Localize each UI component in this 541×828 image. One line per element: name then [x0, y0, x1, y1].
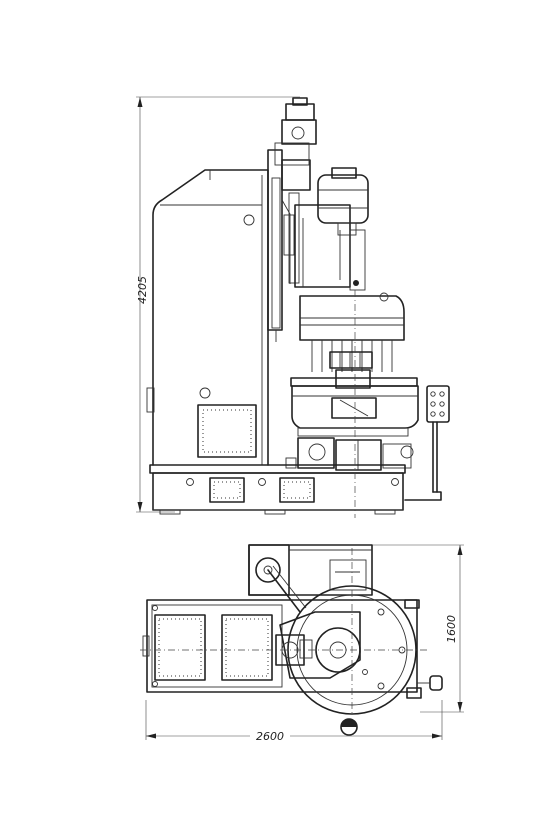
width-dimension: 1600 — [340, 544, 464, 713]
base-panel-right — [279, 477, 315, 503]
base-bed — [149, 464, 406, 515]
side-elevation: 4205 — [136, 96, 450, 518]
spindles — [311, 340, 393, 389]
drive-motor — [317, 167, 369, 236]
height-dimension: 4205 — [136, 96, 300, 513]
width-dimension-label: 1600 — [445, 615, 458, 643]
foot-marker — [340, 718, 358, 736]
top-gearbox — [274, 97, 317, 166]
side-access-panel — [197, 404, 257, 458]
control-pendant — [404, 385, 450, 501]
plan-pendant — [404, 599, 443, 699]
plan-base — [142, 599, 418, 693]
plan-motor-platform — [248, 544, 373, 613]
spindle-head — [299, 292, 405, 389]
plan-view: 1600 2600 — [140, 544, 464, 743]
height-dimension-label: 4205 — [136, 276, 149, 304]
rotary-table — [290, 377, 419, 437]
column-body — [146, 169, 269, 466]
length-dimension: 2600 — [145, 700, 443, 743]
plan-panel-right — [221, 614, 273, 681]
base-panel-left — [209, 477, 245, 503]
plan-panel-left — [154, 614, 206, 681]
length-dimension-label: 2600 — [256, 730, 284, 743]
vertical-slide — [267, 149, 366, 342]
